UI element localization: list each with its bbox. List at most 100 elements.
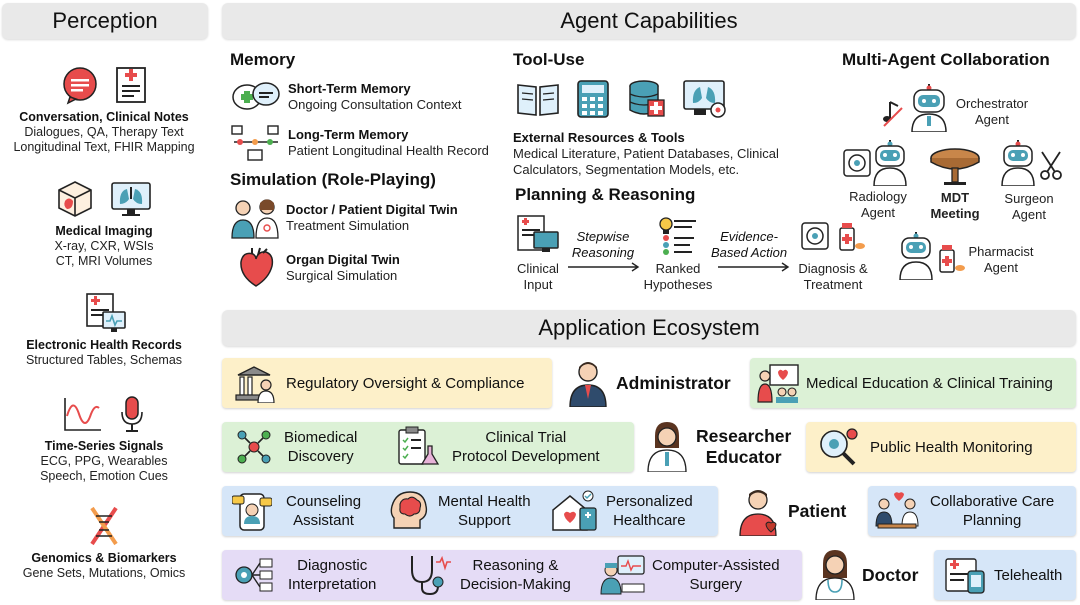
public-health-label: Public Health Monitoring [870,438,1033,456]
administrator-label: Administrator [616,372,731,393]
evidence-based-action-label: Evidence-Based Action [710,229,788,260]
planning-title: Planning & Reasoning [515,185,696,204]
doctor-patient-icon [231,199,279,239]
perception-title: Time-Series Signals [44,439,164,453]
perception-desc: Longitudinal Text, FHIR Mapping [13,140,195,154]
government-building-icon [235,366,275,403]
perception-timeseries: Time-Series Signals ECG, PPG, Wearables … [0,393,208,484]
calculator-icon [577,80,609,118]
public-health-box[interactable]: Public Health Monitoring [806,422,1076,472]
telehealth-box[interactable]: Telehealth [934,550,1076,600]
microphone-icon [121,396,143,432]
perception-title: Conversation, Clinical Notes [19,110,189,124]
molecule-icon [237,430,271,464]
perception-desc: Speech, Emotion Cues [40,469,168,483]
application-ecosystem-header: Application Ecosystem [222,310,1076,346]
chat-bubble-icon [63,67,97,105]
perception-desc: ECG, PPG, Wearables [40,454,168,468]
educator-label: Educator [705,447,782,467]
patient-label: Patient [788,500,847,521]
doctor-avatar [815,550,855,600]
reasoning-decision[interactable]: Reasoning &Decision-Making [400,554,596,596]
digital-twin-desc: Treatment Simulation [286,218,410,233]
education-board-icon [757,364,799,403]
lung-scan-tool-icon [683,80,726,118]
telehealth-label: Telehealth [994,566,1063,584]
regulatory-oversight-box[interactable]: Regulatory Oversight & Compliance [222,358,552,408]
memory-title: Memory [230,50,296,69]
organ-cube-icon [58,181,92,217]
gear-network-icon [235,558,273,592]
telehealth-icon [945,558,985,594]
ehr-record-icon [86,293,126,332]
scissors-icon [1040,151,1062,180]
agent-capabilities-header: Agent Capabilities [222,3,1076,39]
organ-twin-title: Organ Digital Twin [286,252,400,267]
mdt-table-icon [930,148,980,185]
external-resources: External Resources & Tools Medical Liter… [513,130,779,178]
doctor-label: Doctor [862,564,919,585]
waveform-chart-icon [64,398,101,431]
diagnosis-treatment-icon [801,222,865,251]
surgeon-monitor-icon [600,555,645,595]
multi-agent-title: Multi-Agent Collaboration [842,50,1050,69]
perception-desc: CT, MRI Volumes [55,254,153,268]
clipboard-flask-icon [398,426,440,465]
perception-conversation: Conversation, Clinical Notes Dialogues, … [0,64,208,155]
simulation-title: Simulation (Role-Playing) [230,170,436,189]
lung-scan-monitor-icon [111,182,151,216]
stethoscope-icon [411,555,451,596]
home-health-icon [552,490,597,531]
medical-education-box[interactable]: Medical Education & Clinical Training [750,358,1076,408]
perception-desc: X-ray, CXR, WSIs [54,239,154,253]
long-term-memory: Long-Term Memory Patient Longitudinal He… [230,124,489,162]
chat-memory-icon [232,82,280,110]
administrator-role: Administrator [568,358,731,408]
diagnosis-treatment-label: Diagnosis &Treatment [798,261,868,292]
clinical-input-icon [517,215,559,252]
perception-desc: Structured Tables, Schemas [25,353,183,367]
short-term-memory-title: Short-Term Memory [288,81,411,96]
long-term-memory-title: Long-Term Memory [288,127,409,142]
phone-chat-icon [232,493,272,531]
dna-icon [90,506,118,546]
short-term-memory: Short-Term Memory Ongoing Consultation C… [230,80,461,114]
heart-organ-icon [240,247,274,287]
arrow-right-icon [568,262,640,272]
perception-header: Perception [2,3,208,39]
perception-title: Medical Imaging [55,224,153,238]
researcher-label: Researcher [696,426,792,446]
pharmacist-robot-icon [899,232,933,280]
digital-twin: Doctor / Patient Digital Twin Treatment … [230,196,458,240]
perception-title: Genomics & Biomarkers [31,551,177,565]
doctor-role: Doctor [814,550,918,600]
external-resources-desc: Medical Literature, Patient Databases, C… [513,146,779,161]
ranked-hypotheses-icon [659,217,696,255]
regulatory-label: Regulatory Oversight & Compliance [286,374,525,392]
surgeon-robot-icon [1001,140,1035,186]
